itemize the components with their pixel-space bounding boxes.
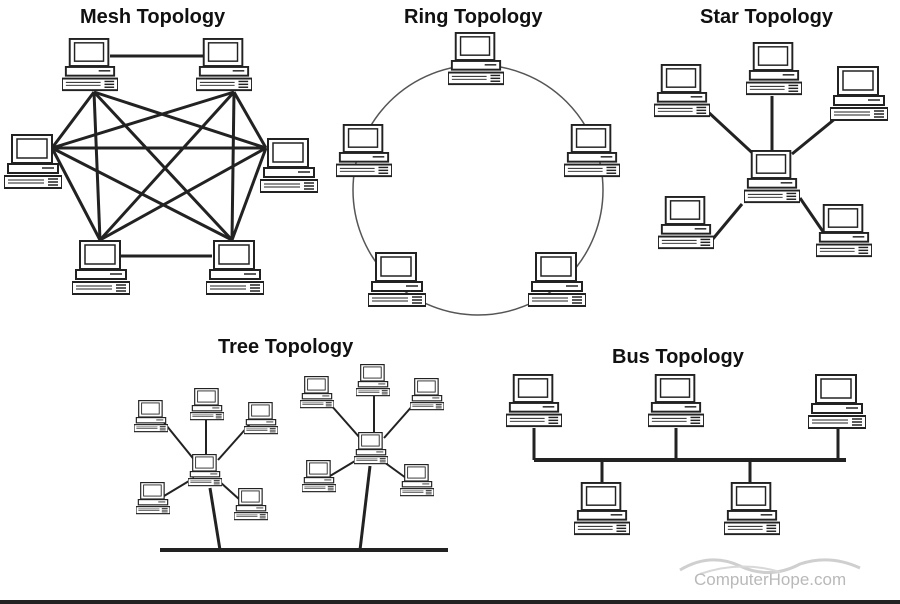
star-topology <box>654 42 888 258</box>
bus-computer-icon <box>648 374 704 428</box>
tree-computer-icon <box>410 378 444 411</box>
star-computer-icon <box>816 204 872 258</box>
bottom-border <box>0 600 900 604</box>
star-computer-icon <box>658 196 714 250</box>
mesh-computer-icon <box>196 38 252 92</box>
tree-topology <box>134 364 448 552</box>
watermark-logo-icon <box>679 558 861 575</box>
mesh-computer-icon <box>4 134 62 189</box>
mesh-computer-icon <box>206 240 264 295</box>
tree-computer-icon <box>300 376 334 409</box>
tree-computer-icon <box>190 388 224 421</box>
ring-topology <box>336 32 620 316</box>
mesh-computer-icon <box>260 138 318 193</box>
star-computer-icon <box>746 42 802 96</box>
bus-links <box>532 428 846 484</box>
mesh-links <box>50 54 268 258</box>
tree-computer-icon <box>400 464 434 497</box>
tree-computer-icon <box>134 400 168 433</box>
mesh-topology <box>4 38 318 295</box>
ring-computer-icon <box>528 252 586 307</box>
watermark-text: ComputerHope.com <box>694 570 847 589</box>
bus-topology <box>506 374 866 536</box>
ring-computer-icon <box>336 124 392 178</box>
mesh-computer-icon <box>62 38 118 92</box>
star-topology-title: Star Topology <box>700 6 833 28</box>
tree-hub-computer-icon <box>354 432 388 465</box>
ring-topology-title: Ring Topology <box>404 6 543 28</box>
tree-computer-icon <box>136 482 170 515</box>
tree-topology-title: Tree Topology <box>218 336 354 358</box>
tree-computer-icon <box>244 402 278 435</box>
tree-computer-icon <box>234 488 268 521</box>
tree-hub-computer-icon <box>188 454 222 487</box>
ring-computer-icon <box>448 32 504 86</box>
star-computer-icon <box>830 66 888 121</box>
ring-computer-icon <box>368 252 426 307</box>
tree-computer-icon <box>356 364 390 397</box>
bus-computer-icon <box>506 374 562 428</box>
star-links <box>704 96 837 241</box>
bus-computer-icon <box>574 482 630 536</box>
bus-topology-title: Bus Topology <box>612 346 744 368</box>
star-hub-computer-icon <box>744 150 800 204</box>
ring-computer-icon <box>564 124 620 178</box>
bus-computer-icon <box>808 374 866 429</box>
mesh-computer-icon <box>72 240 130 295</box>
bus-computer-icon <box>724 482 780 536</box>
star-computer-icon <box>654 64 710 118</box>
mesh-topology-title: Mesh Topology <box>80 6 226 28</box>
